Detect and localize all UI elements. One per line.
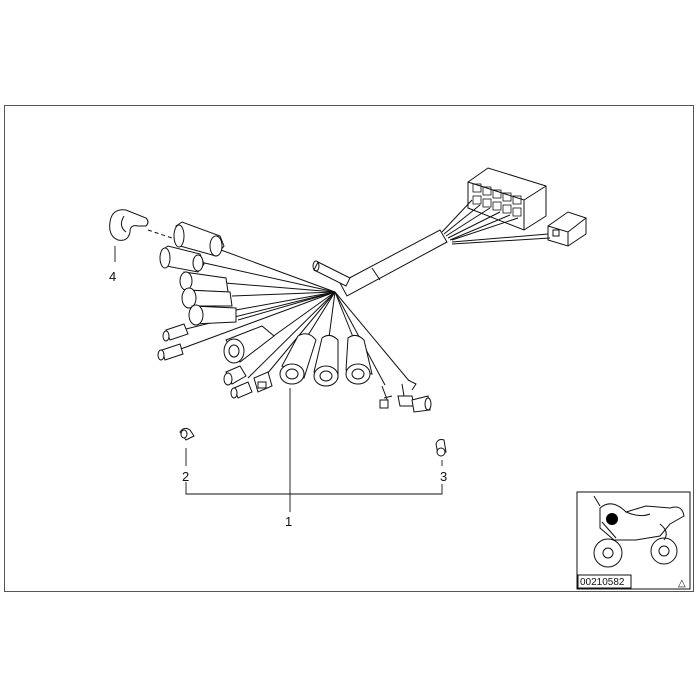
callout-4: 4 [109,269,116,284]
plug-lower-2 [230,381,253,399]
plug-left-2 [157,343,184,361]
sleeve-1 [279,333,317,385]
motorcycle-icon [593,495,685,568]
grommet-upper-2 [159,245,205,273]
sensor-right-2 [397,379,432,413]
diagram-code: 00210582 [580,577,625,588]
main-cable-sheath [312,229,448,297]
grommet-middle [223,325,275,364]
sleeve-3 [345,334,373,385]
bulb-2 [179,427,195,441]
plug-lower-1 [223,365,247,386]
triangle-icon: △ [678,578,686,589]
leader-lines [114,246,443,512]
wires-to-connector [441,199,551,245]
bulb-3 [435,439,447,457]
plug-left-1 [162,323,189,342]
sleeve-2 [313,334,339,387]
grommet-upper [173,221,225,257]
callout-2: 2 [182,469,189,484]
grommet-clip [109,209,149,241]
motorcycle-thumbnail: 00210582 △ [576,491,691,590]
grommet-stack [179,271,237,326]
callout-3: 3 [440,469,447,484]
callout-1: 1 [285,514,292,529]
location-marker [606,513,618,525]
sensor-right-1 [379,385,393,409]
wire-fan [177,242,411,386]
diagram-frame [4,105,694,592]
connector-block-main [467,167,547,231]
connector-block-small [547,211,587,247]
plug-lower-3 [253,371,273,393]
